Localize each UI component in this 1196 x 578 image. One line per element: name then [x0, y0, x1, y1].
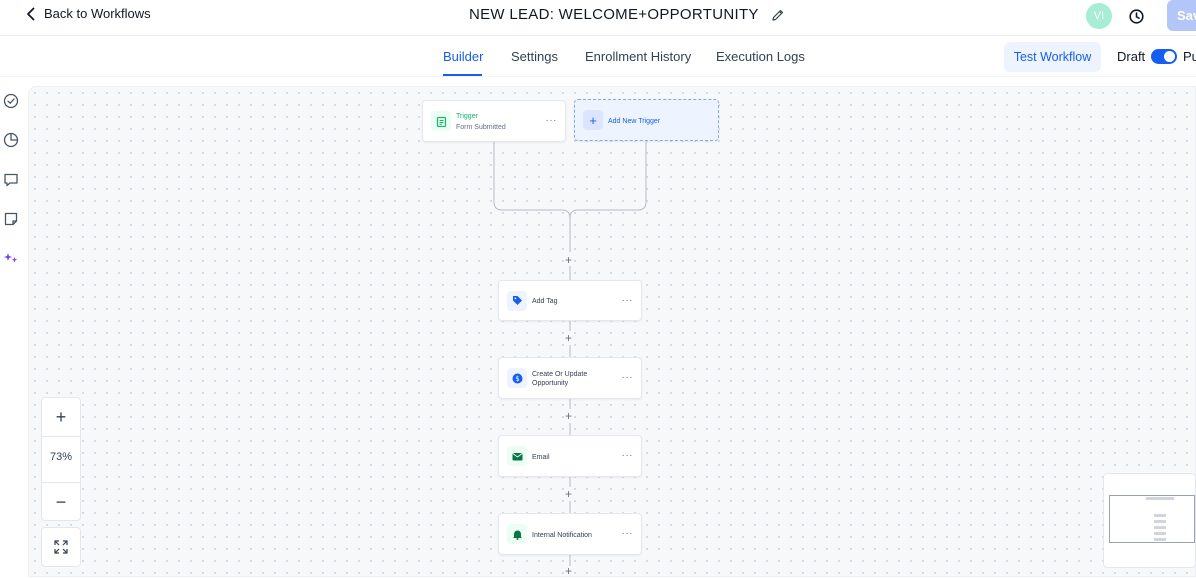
chevron-left-icon	[27, 7, 35, 20]
bell-icon	[512, 530, 522, 540]
add-step-button[interactable]: +	[565, 487, 573, 501]
pie-chart-icon[interactable]	[3, 132, 19, 148]
trigger-title: Trigger	[456, 113, 478, 120]
top-bar: Back to Workflows NEW LEAD: WELCOME+OPPO…	[0, 0, 1196, 36]
workflow-title-text: NEW LEAD: WELCOME+OPPORTUNITY	[469, 6, 759, 23]
avatar-initials: VI	[1093, 10, 1105, 22]
step-icon-wrap	[507, 446, 527, 466]
test-workflow-button[interactable]: Test Workflow	[1004, 42, 1101, 72]
clipboard-icon	[436, 116, 446, 127]
draft-label: Draft	[1117, 49, 1146, 64]
more-options-icon[interactable]: ···	[621, 450, 633, 461]
step-icon-wrap: $	[507, 368, 527, 388]
minimap-node	[1154, 532, 1166, 535]
minimap-viewport[interactable]	[1109, 495, 1195, 543]
trigger-icon-wrap	[431, 111, 451, 131]
more-options-icon[interactable]: ···	[621, 528, 633, 539]
pencil-icon[interactable]	[771, 8, 785, 22]
fit-view-button[interactable]	[41, 527, 81, 567]
tab-execution-logs[interactable]: Execution Logs	[716, 49, 805, 64]
step-icon-wrap	[507, 290, 527, 311]
back-to-workflows-link[interactable]: Back to Workflows	[24, 6, 151, 21]
history-icon[interactable]	[1128, 8, 1145, 25]
minimap[interactable]	[1103, 473, 1196, 568]
minimap-node	[1154, 520, 1166, 523]
envelope-icon	[512, 452, 522, 460]
active-tab-indicator	[443, 74, 482, 76]
step-internal-notification[interactable]: Internal Notification ···	[498, 513, 642, 555]
save-button[interactable]: Save	[1167, 0, 1196, 31]
publish-toggle[interactable]	[1151, 49, 1177, 64]
divider	[42, 482, 80, 483]
tab-bar: Builder Settings Enrollment History Exec…	[0, 36, 1196, 77]
zoom-level: 73%	[49, 451, 73, 463]
tag-icon	[512, 296, 522, 305]
step-label: Add Tag	[532, 298, 558, 305]
trigger-node[interactable]: Trigger Form Submitted ···	[422, 100, 566, 142]
zoom-out-button[interactable]: −	[55, 491, 67, 512]
minimap-node	[1154, 514, 1166, 517]
workflow-title: NEW LEAD: WELCOME+OPPORTUNITY	[469, 6, 785, 23]
minimap-node	[1146, 497, 1174, 500]
avatar[interactable]: VI	[1086, 3, 1112, 29]
add-new-trigger-button[interactable]: + Add New Trigger	[574, 99, 719, 141]
check-circle-icon[interactable]	[3, 93, 19, 109]
add-step-button[interactable]: +	[565, 253, 573, 267]
divider	[42, 436, 80, 437]
step-icon-wrap	[507, 524, 527, 544]
step-create-update-opportunity[interactable]: $ Create Or Update Opportunity ···	[498, 357, 642, 399]
more-options-icon[interactable]: ···	[545, 115, 557, 126]
dollar-icon: $	[512, 373, 522, 383]
workflow-canvas[interactable]	[28, 86, 1196, 577]
left-rail	[0, 77, 28, 577]
note-icon[interactable]	[3, 211, 19, 227]
more-options-icon[interactable]: ···	[621, 372, 633, 383]
back-label: Back to Workflows	[44, 6, 151, 21]
comment-icon[interactable]	[3, 172, 19, 188]
toggle-knob	[1164, 51, 1175, 62]
plus-icon: +	[589, 112, 597, 128]
add-step-button[interactable]: +	[565, 331, 573, 345]
step-email[interactable]: Email ···	[498, 435, 642, 477]
tab-settings[interactable]: Settings	[511, 49, 558, 64]
minimap-node	[1154, 538, 1166, 541]
trigger-subtitle: Form Submitted	[456, 124, 506, 131]
svg-text:$: $	[515, 375, 519, 383]
plus-icon-wrap: +	[583, 110, 603, 130]
publish-label: Publish	[1183, 49, 1196, 64]
tab-enrollment-history[interactable]: Enrollment History	[585, 49, 692, 64]
minimap-node	[1154, 526, 1166, 529]
step-label: Internal Notification	[532, 532, 592, 539]
add-step-button[interactable]: +	[565, 564, 573, 578]
zoom-in-button[interactable]: +	[55, 406, 67, 427]
more-options-icon[interactable]: ···	[621, 294, 633, 306]
sparkle-icon[interactable]	[3, 250, 19, 266]
add-step-button[interactable]: +	[565, 409, 573, 423]
step-label: Email	[532, 454, 550, 461]
zoom-controls: + 73% −	[41, 397, 81, 521]
tab-builder[interactable]: Builder	[443, 49, 484, 64]
add-new-trigger-label: Add New Trigger	[608, 118, 661, 125]
expand-icon	[54, 540, 68, 554]
step-add-tag[interactable]: Add Tag ···	[498, 280, 642, 321]
step-label: Create Or Update Opportunity	[532, 371, 588, 387]
